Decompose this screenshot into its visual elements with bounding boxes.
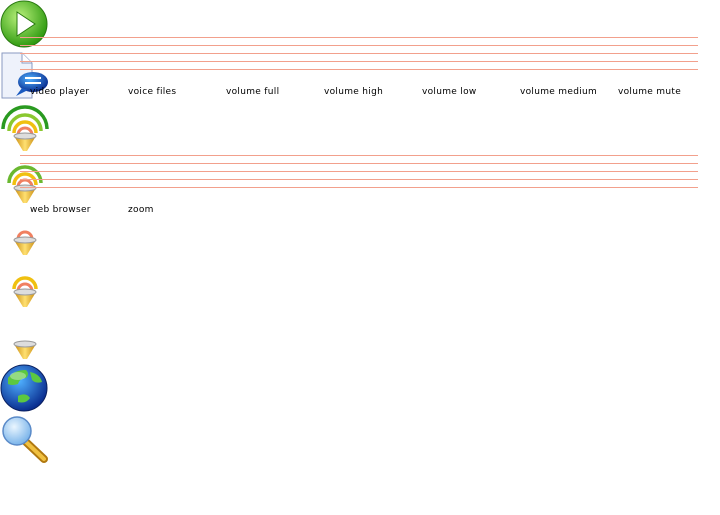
volume-full-icon — [1, 105, 49, 151]
video-player-icon — [0, 0, 48, 48]
volume-medium-icon — [12, 276, 38, 307]
icon-label: volume full — [226, 87, 280, 97]
icon-item-web-browser[interactable]: web browser — [0, 205, 720, 416]
icon-item-zoom[interactable]: zoom — [0, 205, 720, 468]
icon-label: voice files — [128, 87, 177, 97]
icon-item-video-player[interactable]: video player — [0, 0, 720, 97]
icon-label: zoom — [128, 205, 154, 215]
icon-label: volume high — [324, 87, 384, 97]
icon-label: volume mute — [618, 87, 682, 97]
volume-low-icon — [13, 230, 37, 255]
icon-label: video player — [30, 87, 90, 97]
zoom-icon — [2, 416, 48, 463]
icon-item-volume-high[interactable]: volume high — [0, 87, 720, 208]
icon-item-volume-full[interactable]: volume full — [0, 87, 720, 156]
icon-item-volume-medium[interactable]: volume medium — [0, 87, 720, 312]
volume-mute-icon — [13, 340, 37, 359]
icon-label: volume low — [422, 87, 477, 97]
icon-item-volume-mute[interactable]: volume mute — [0, 87, 720, 364]
icon-item-volume-low[interactable]: volume low — [0, 87, 720, 260]
voice-files-icon — [1, 52, 48, 99]
web-browser-icon — [0, 364, 48, 412]
icon-label: web browser — [30, 205, 91, 215]
staff-lines-row-1 — [20, 37, 698, 70]
icon-label: volume medium — [520, 87, 598, 97]
staff-lines-row-2 — [20, 155, 698, 188]
volume-high-icon — [7, 165, 43, 203]
icon-item-voice-files[interactable]: voice files — [0, 52, 720, 104]
